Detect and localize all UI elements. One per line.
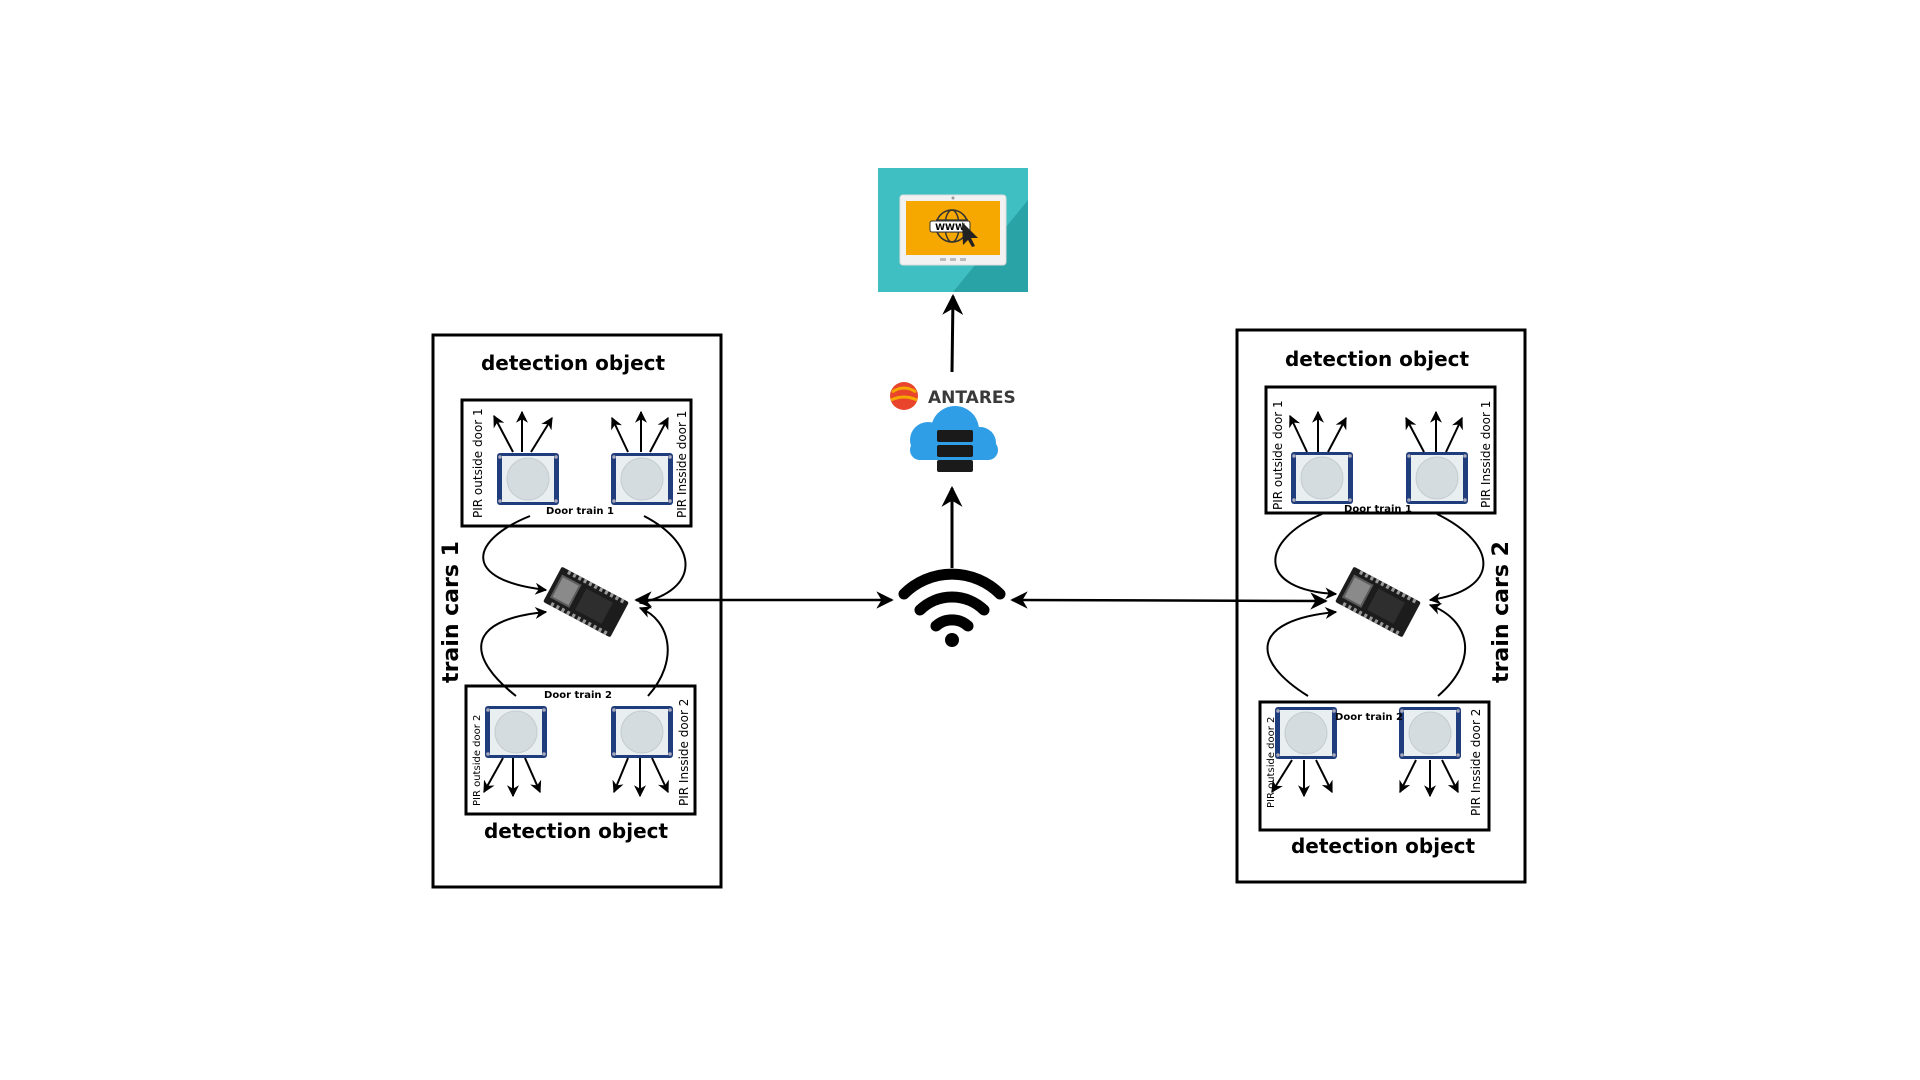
car1-title: train cars 1: [439, 541, 464, 683]
train-car-1: detection object detection object train …: [431, 333, 723, 889]
car1-frame: [431, 333, 723, 889]
car2-top-caption: detection object: [1285, 347, 1470, 371]
car2-pir-bottom-left-label: PIR outside door 2: [1266, 717, 1277, 808]
website-monitor-icon: WWW: [878, 168, 1028, 292]
car1-pir-bottom-right-label: PIR Insside door 2: [677, 699, 691, 806]
car2-pir-top-right-label: PIR Insside door 1: [1479, 401, 1493, 508]
car1-pir-top-right: [610, 452, 674, 506]
antares-brand-label: ANTARES: [928, 388, 1016, 408]
car2-door-bottom-box: [1258, 700, 1491, 832]
car2-bottom-caption: detection object: [1291, 834, 1476, 858]
car1-door-top-label: Door train 1: [546, 506, 614, 517]
car1-bottom-rays: [483, 757, 669, 798]
car2-door-top-label: Door train 1: [1344, 504, 1412, 515]
train-car-2: detection object detection object train …: [1235, 328, 1527, 884]
car1-door-bottom-box: [464, 684, 697, 816]
antares-logo-icon: [890, 382, 918, 410]
car2-wires: [1266, 513, 1485, 697]
car2-esp32-board: [1335, 566, 1421, 638]
car2-pir-top-left: [1290, 451, 1354, 505]
car1-esp32-board: [543, 566, 629, 638]
car1-pir-bottom-left-label: PIR outside door 2: [472, 715, 483, 806]
car2-frame: [1235, 328, 1527, 884]
wifi-icon: [898, 568, 1006, 647]
car1-pir-bottom-left: [484, 705, 548, 759]
car2-pir-top-right: [1405, 451, 1469, 505]
car2-top-rays: [1289, 410, 1463, 453]
car1-pir-top-right-label: PIR Insside door 1: [675, 411, 689, 518]
car2-pir-top-left-label: PIR outside door 1: [1271, 400, 1285, 510]
cursor-icon: [962, 222, 978, 247]
car2-pir-bottom-right: [1398, 706, 1462, 760]
www-label: WWW: [935, 223, 965, 233]
cloud-server-icon: [910, 406, 998, 472]
car1-top-rays: [493, 410, 669, 453]
car1-pir-top-left-label: PIR outside door 1: [471, 408, 485, 518]
car1-top-caption: detection object: [481, 351, 666, 375]
car1-bottom-caption: detection object: [484, 819, 669, 843]
car2-bottom-rays: [1271, 759, 1459, 798]
car1-pir-bottom-right: [610, 705, 674, 759]
car1-wires: [480, 515, 687, 697]
car2-door-top-box: [1264, 385, 1497, 515]
cloud-to-web-arrow: [942, 293, 964, 373]
car2-pir-bottom-right-label: PIR Insside door 2: [1469, 709, 1483, 816]
car1-door-top-box: [460, 398, 693, 528]
car2-door-bottom-label: Door train 2: [1335, 712, 1403, 723]
car2-wifi-link: [1010, 591, 1328, 610]
car1-door-bottom-label: Door train 2: [544, 690, 612, 701]
car2-title: train cars 2: [1489, 541, 1514, 683]
car1-pir-top-left: [496, 452, 560, 506]
car2-pir-bottom-left: [1274, 706, 1338, 760]
